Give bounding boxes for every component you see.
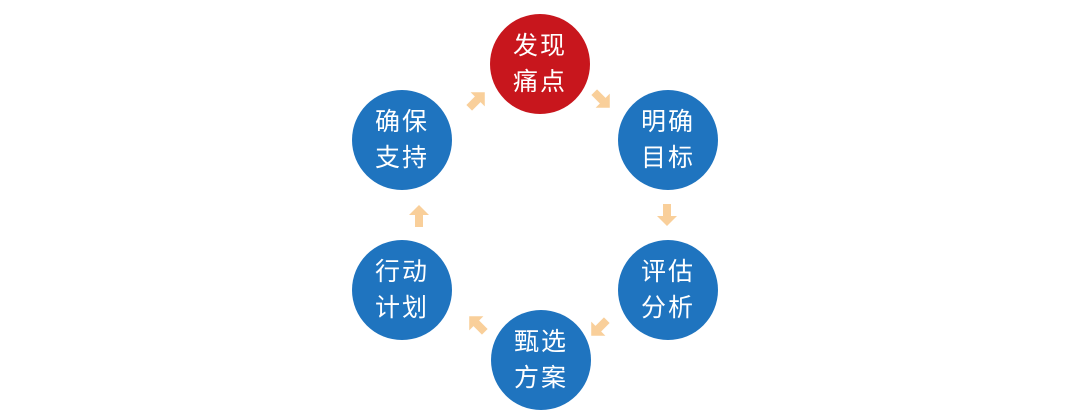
arrow-down-right-icon — [589, 87, 615, 113]
node-select-solution: 甄选 方案 — [491, 310, 591, 410]
arrow-down-icon — [654, 202, 680, 228]
node-label-line1: 行动 — [374, 257, 429, 286]
node-label-line1: 确保 — [374, 107, 429, 136]
node-label-line2: 痛点 — [512, 67, 567, 96]
node-clarify-goals: 明确 目标 — [618, 90, 718, 190]
node-label-line2: 方案 — [513, 363, 568, 392]
arrow-up-right-icon — [464, 87, 490, 113]
node-discover-pain-points: 发现 痛点 — [490, 14, 590, 114]
node-label-line2: 分析 — [640, 293, 695, 322]
node-action-plan: 行动 计划 — [352, 240, 452, 340]
node-label-line2: 目标 — [640, 143, 695, 172]
node-ensure-support: 确保 支持 — [352, 90, 452, 190]
arrow-down-left-icon — [586, 315, 612, 341]
node-label-line1: 甄选 — [513, 327, 568, 356]
node-label-line1: 明确 — [640, 107, 695, 136]
node-label-line1: 发现 — [512, 31, 567, 60]
node-label-line1: 评估 — [640, 257, 695, 286]
arrow-up-icon — [406, 203, 432, 229]
arrow-up-left-icon — [464, 311, 490, 337]
node-label-line2: 支持 — [374, 143, 429, 172]
node-label-line2: 计划 — [374, 293, 429, 322]
node-evaluate-analyze: 评估 分析 — [618, 240, 718, 340]
